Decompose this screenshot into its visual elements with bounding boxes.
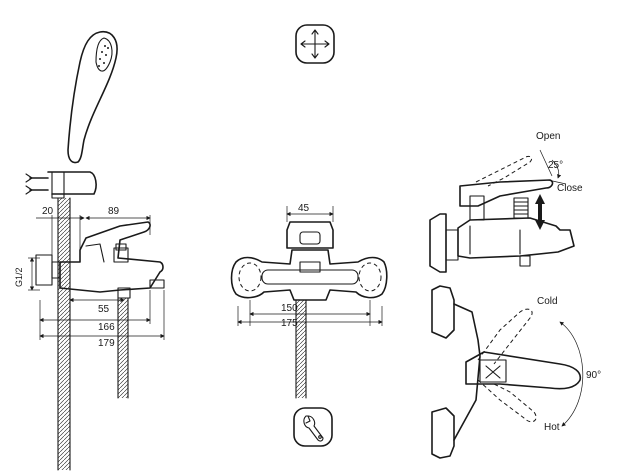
wrench-icon bbox=[293, 407, 333, 447]
dim-179: 179 bbox=[98, 338, 115, 349]
dim-89: 89 bbox=[108, 206, 120, 217]
dim-166: 166 bbox=[98, 322, 115, 333]
label-angle-25: 25° bbox=[548, 160, 563, 171]
dim-45: 45 bbox=[298, 203, 310, 214]
shower-spray-holes bbox=[98, 45, 109, 67]
lever-side-view bbox=[429, 149, 575, 273]
side-view: 20 89 G1/2 55 166 179 bbox=[14, 31, 165, 471]
label-close: Close bbox=[557, 183, 583, 194]
label-cold: Cold bbox=[537, 296, 558, 307]
cross-arrows-icon bbox=[295, 24, 335, 64]
label-angle-90: 90° bbox=[586, 370, 601, 381]
dim-150: 150 bbox=[281, 303, 298, 314]
dimension-lines bbox=[28, 215, 165, 340]
lever-top-view bbox=[431, 285, 584, 459]
dim-20: 20 bbox=[42, 206, 54, 217]
label-open: Open bbox=[536, 131, 560, 142]
label-hot: Hot bbox=[544, 422, 560, 433]
front-view: 45 150 175 bbox=[230, 203, 388, 399]
dim-55: 55 bbox=[98, 304, 110, 315]
dim-g12: G1/2 bbox=[14, 267, 24, 287]
dim-175: 175 bbox=[281, 318, 298, 329]
